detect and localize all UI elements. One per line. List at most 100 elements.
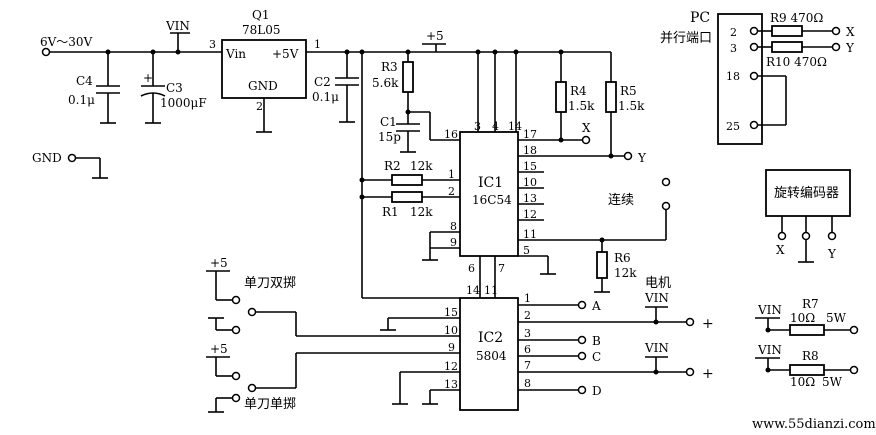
ic1-pin1: 1	[448, 168, 455, 181]
ic1-pin4: 4	[492, 120, 499, 133]
ic1-xy-terminals: X Y	[581, 121, 647, 165]
q1-vout-label: +5V	[272, 47, 299, 61]
dpdt-plus5: +5	[210, 256, 228, 270]
plus5-rail: +5	[306, 29, 611, 55]
svg-text:+: +	[143, 71, 153, 85]
spst-plus5: +5	[210, 342, 228, 356]
capacitor-c2: C2 0.1μ	[312, 52, 359, 123]
input-voltage-label: 6V～30V	[40, 35, 93, 49]
c4-value: 0.1μ	[68, 93, 95, 107]
r7-ref: R7	[802, 297, 819, 311]
c1-value: 15p	[378, 130, 401, 144]
ic1-pin7: 7	[498, 262, 505, 275]
r8-ref: R8	[802, 349, 819, 363]
pc-y-label: Y	[845, 41, 855, 55]
ic1-pin17: 17	[523, 128, 537, 141]
motor-label: 电机	[645, 276, 671, 291]
motor-plus-2: +	[702, 366, 714, 382]
ic1-pin12: 12	[523, 208, 537, 221]
q1-part: 78L05	[242, 23, 281, 37]
motor-outputs: 电机 VIN + VIN +	[644, 276, 714, 382]
pc-pin2: 2	[730, 26, 737, 39]
power-input: 6V～30V VIN	[40, 19, 222, 57]
plus5-label-top: +5	[426, 29, 444, 43]
out-b-label: B	[592, 334, 601, 348]
ic2-pin10: 10	[444, 324, 458, 337]
pc-x-label: X	[846, 25, 855, 39]
out-d-label: D	[592, 384, 602, 398]
resistor-r5: R5 1.5k	[605, 52, 645, 159]
pc-pin25: 25	[726, 120, 740, 133]
gnd-terminal: GND	[32, 151, 108, 179]
capacitor-c1: C1 15p	[378, 112, 420, 153]
ic2-pin9: 9	[448, 341, 455, 354]
ic1-x-label: X	[582, 121, 591, 135]
resistor-r6: R6 12k	[594, 237, 637, 293]
pc-pin18: 18	[726, 70, 740, 83]
resistor-r1: R1 12k	[359, 191, 433, 219]
continuous-label: 连续	[608, 192, 634, 208]
r7-vin: VIN	[757, 303, 782, 317]
gnd-label: GND	[32, 151, 62, 165]
input-terminal	[41, 47, 51, 57]
r7-value: 10Ω	[790, 311, 815, 325]
motor-plus-1: +	[702, 316, 714, 332]
r5-value: 1.5k	[618, 99, 645, 113]
ic1-pin2: 2	[448, 185, 455, 198]
r8-power: 5W	[822, 375, 843, 389]
c1-ref: C1	[380, 115, 397, 129]
continuous-switch[interactable]: 连续	[608, 177, 671, 241]
ic2-pin15: 15	[444, 306, 458, 319]
r2-value: 12k	[410, 159, 433, 173]
r7-power: 5W	[826, 311, 847, 325]
ic1-pin18: 18	[523, 144, 537, 157]
ic1-16c54: IC1 16C54 3 4 14 16 17 18 15 10 13 12 11…	[362, 52, 666, 298]
capacitor-c3: + C3 1000μF	[140, 52, 207, 124]
ic1-pin11: 11	[523, 228, 537, 241]
q1-gnd-label: GND	[248, 79, 278, 93]
dpdt-switch[interactable]: +5 单刀双掷	[206, 256, 297, 336]
c4-ref: C4	[76, 74, 93, 88]
ic2-name: IC2	[478, 330, 503, 346]
watermark: www.55dianzi.com	[752, 417, 876, 432]
q1-pin-gnd: 2	[256, 100, 263, 113]
r6-ref: R6	[614, 251, 631, 265]
resistor-r2: R2 12k	[359, 159, 433, 186]
ic1-y-label: Y	[637, 151, 647, 165]
rotary-encoder: 旋转编码器 X Y	[765, 169, 851, 263]
r1-value: 12k	[410, 205, 433, 219]
ic1-part: 16C54	[472, 193, 512, 207]
capacitor-c4: C4 0.1μ	[68, 52, 120, 124]
pc-title: PC	[690, 10, 710, 26]
ic2-pin13: 13	[444, 378, 458, 391]
spst-switch[interactable]: +5 单刀单掷	[206, 342, 297, 413]
vin-label-top: VIN	[165, 19, 190, 33]
out-c-label: C	[592, 350, 601, 364]
r10-label: R10 470Ω	[766, 55, 827, 69]
r3-value: 5.6k	[372, 76, 399, 90]
ic1-pin13: 13	[523, 192, 537, 205]
c3-value: 1000μF	[160, 96, 207, 110]
ic1-pin6: 6	[468, 262, 475, 275]
r6-value: 12k	[614, 266, 637, 280]
encoder-x-label: X	[776, 243, 785, 257]
ic2-pin11: 11	[484, 284, 498, 297]
ic1-pin3: 3	[474, 120, 481, 133]
ic1-pin10: 10	[523, 176, 537, 189]
ic2-part: 5804	[476, 349, 507, 363]
resistor-r8: VIN R8 10Ω 5W	[755, 343, 859, 389]
c3-ref: C3	[166, 81, 183, 95]
spst-label: 单刀单掷	[244, 397, 296, 412]
encoder-title: 旋转编码器	[774, 186, 839, 201]
ic1-pin5: 5	[523, 244, 530, 257]
encoder-y-label: Y	[827, 247, 837, 261]
pc-parallel-port: PC 并行端口 2 3 18 25 X R9 470Ω Y R10 470Ω	[660, 10, 855, 145]
r8-vin: VIN	[757, 343, 782, 357]
dpdt-label: 单刀双掷	[244, 276, 296, 291]
q1-vin-label: Vin	[225, 47, 246, 61]
resistor-r7: VIN R7 10Ω 5W	[755, 297, 859, 336]
r8-value: 10Ω	[790, 375, 815, 389]
r3-ref: R3	[381, 60, 398, 74]
r9-label: R9 470Ω	[770, 11, 823, 25]
